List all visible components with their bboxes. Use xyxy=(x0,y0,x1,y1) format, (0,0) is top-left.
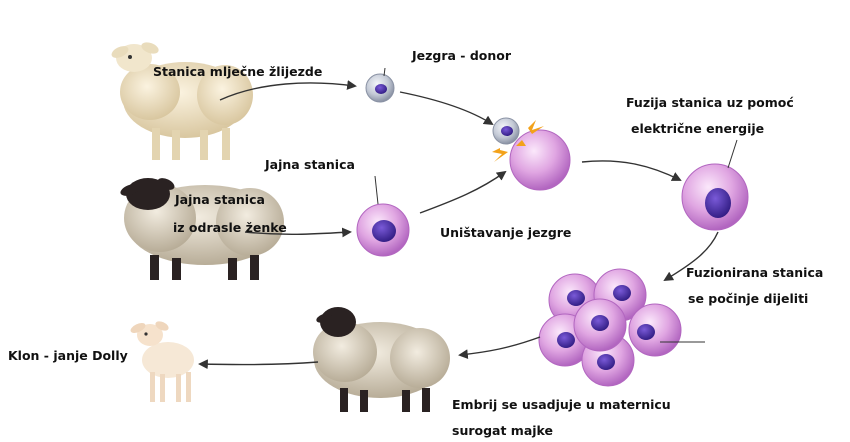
label-clone-dolly: Klon - janje Dolly xyxy=(8,348,128,364)
white-donor-sheep-icon xyxy=(110,40,253,160)
arrow-fusion-to-fused xyxy=(582,161,680,180)
arrow-egg-to-fusion xyxy=(420,172,505,213)
label-fused-line1: Fuzionirana stanica xyxy=(686,265,823,281)
label-fusion-line2: električne energije xyxy=(631,121,764,137)
label-nucleus-donor: Jezgra - donor xyxy=(412,48,511,64)
label-embryo-line2: surogat majke xyxy=(452,423,553,439)
arrow-surrogate-to-lamb xyxy=(200,362,318,365)
lamb-dolly-icon xyxy=(129,319,194,402)
egg-cell xyxy=(357,204,409,256)
label-mammary-cell: Stanica mlječne žlijezde xyxy=(153,64,322,80)
label-embryo-line1: Embrij se usadjuje u maternicu xyxy=(452,397,671,413)
leader-fuzija xyxy=(728,140,737,168)
label-adult-egg-line2: iz odrasle ženke xyxy=(173,220,287,236)
label-adult-egg-line1: Jajna stanica xyxy=(175,192,265,208)
donor-nucleus-cell xyxy=(366,74,394,102)
arrow-nucleus-to-fusion xyxy=(400,92,492,124)
embryo-cell-cluster xyxy=(539,269,681,386)
fusion-event xyxy=(492,118,570,190)
surrogate-sheep-icon xyxy=(313,307,450,412)
fused-cell xyxy=(682,164,748,230)
label-nucleus-destruction: Uništavanje jezgre xyxy=(440,225,571,241)
arrow-embryo-to-surrogate xyxy=(460,337,540,355)
label-egg-cell: Jajna stanica xyxy=(265,157,355,173)
leader-jajna xyxy=(375,176,378,204)
label-fused-line2: se počinje dijeliti xyxy=(688,291,808,307)
label-fusion-line1: Fuzija stanica uz pomoć xyxy=(626,95,794,111)
